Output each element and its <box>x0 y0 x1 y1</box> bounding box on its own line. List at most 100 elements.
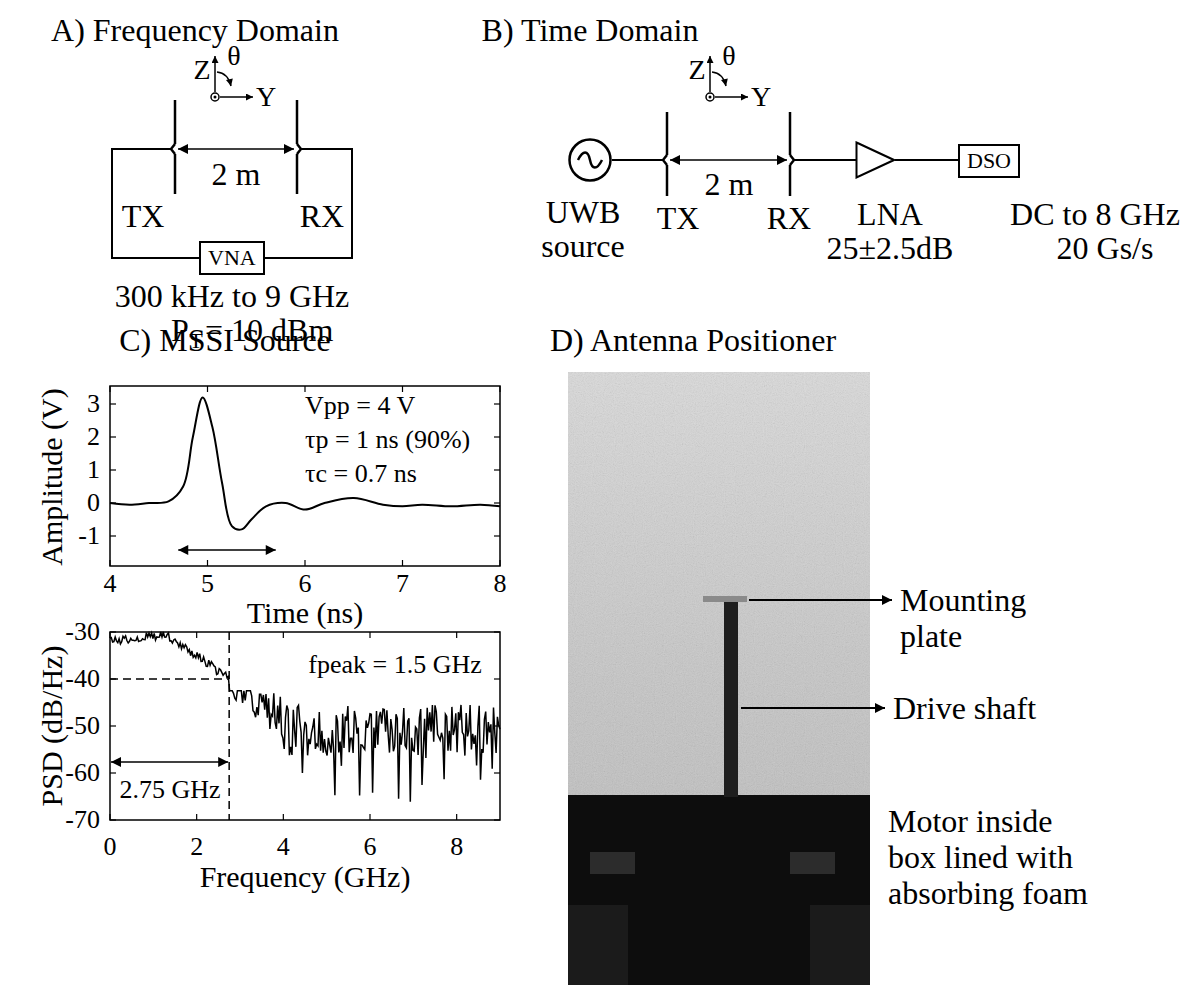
motor-box <box>568 795 870 985</box>
axis-tick <box>110 403 116 404</box>
foam-patch <box>590 852 635 874</box>
axis-tick <box>110 772 116 773</box>
axis-title: PSD (dB/Hz) <box>35 646 70 807</box>
antenna-label: TX <box>122 198 165 235</box>
axis-label: θ <box>722 40 735 72</box>
plot-frame <box>110 386 500 566</box>
dipole-antenna <box>174 100 177 144</box>
axis-tick <box>196 632 197 638</box>
axis-tick <box>494 535 500 536</box>
annotation: 2.75 GHz <box>119 775 220 805</box>
axis-tick <box>110 725 116 726</box>
panel-title: B) Time Domain <box>482 12 699 49</box>
axis-tick <box>494 772 500 773</box>
axis-tick <box>283 632 284 638</box>
tick-label: 6 <box>299 569 312 599</box>
annotation: fpeak = 1.5 GHz <box>308 650 482 680</box>
photo-background <box>568 372 870 985</box>
axis-tick <box>109 814 110 820</box>
rotation-arrow <box>217 72 231 86</box>
axis-tick <box>494 469 500 470</box>
axis-tick <box>110 469 116 470</box>
tick-label: 3 <box>87 389 100 419</box>
scope-spec: DC to 8 GHz <box>1010 196 1180 233</box>
axis-tick <box>494 436 500 437</box>
antenna-label: RX <box>300 198 344 235</box>
tick-label: 0 <box>87 488 100 518</box>
axis-tick <box>494 678 500 679</box>
part-name: Motor inside box lined with absorbing fo… <box>888 803 1100 911</box>
axis-label: Z <box>193 54 210 86</box>
panel-title: C) MSSI Source <box>119 322 331 359</box>
box-label: DSO <box>967 149 1011 173</box>
dipole-antenna <box>296 154 299 194</box>
annotation: Vpp = 4 V <box>305 391 415 421</box>
axis-tick <box>207 560 208 566</box>
foam-patch <box>810 905 870 985</box>
axis-tick <box>494 502 500 503</box>
tick-label: -70 <box>65 805 100 835</box>
axis-arrow <box>715 96 748 98</box>
dipole-antenna <box>789 165 792 196</box>
part-name: Drive shaft <box>893 690 1036 727</box>
axis-tick <box>494 631 500 632</box>
axis-tick <box>110 436 116 437</box>
plot-frame <box>110 632 500 820</box>
antenna-feed <box>297 144 301 154</box>
component-label: UWB source <box>538 195 628 263</box>
axis-tick <box>499 560 500 566</box>
bandwidth-line <box>228 632 230 820</box>
axis-tick <box>207 386 208 392</box>
antenna-setup <box>112 100 352 258</box>
dipole-antenna <box>296 100 299 144</box>
axis-tick <box>494 819 500 820</box>
frequency-range: 300 kHz to 9 GHz <box>115 278 350 315</box>
antenna-feed <box>790 155 794 165</box>
instrument-box: VNA <box>199 241 265 275</box>
component-label: LNA 25±2.5dB <box>815 197 965 265</box>
amplifier-triangle: LNA 25±2.5dB <box>855 141 895 179</box>
photo-grain <box>568 372 870 985</box>
signal-cable <box>895 159 958 161</box>
drive-shaft <box>724 601 738 797</box>
tick-label: 5 <box>201 569 214 599</box>
tick-label: 1 <box>87 455 100 485</box>
cable <box>612 159 663 161</box>
axis-tick <box>456 814 457 820</box>
dipole-antenna <box>174 154 177 194</box>
axis-origin <box>706 93 714 101</box>
panel-title: A) Frequency Domain <box>51 12 339 49</box>
amplifier-outline <box>855 141 895 179</box>
source-outline <box>568 138 612 182</box>
axis-tick <box>369 632 370 638</box>
tick-label: 0 <box>104 832 117 862</box>
threshold-line <box>110 678 229 680</box>
axis-arrow <box>214 56 216 92</box>
width-arrow <box>178 549 276 551</box>
axis-title: Frequency (GHz) <box>200 860 411 895</box>
axis-tick <box>456 632 457 638</box>
tick-label: -50 <box>65 711 100 741</box>
amplifier-outline <box>857 143 895 178</box>
axis-title: Time (ns) <box>247 596 363 631</box>
tick-label: -30 <box>65 617 100 647</box>
antenna-feed <box>171 144 175 154</box>
axis-tick <box>499 386 500 392</box>
axis-label: Y <box>751 81 771 113</box>
source-circle-outline <box>570 140 611 181</box>
source-circle: UWB source <box>568 138 612 182</box>
annotation: τc = 0.7 ns <box>305 459 417 489</box>
axis-tick <box>369 814 370 820</box>
tick-label: 6 <box>364 832 377 862</box>
tick-label: 7 <box>396 569 409 599</box>
photo <box>568 372 870 985</box>
dipole-antenna <box>666 165 669 196</box>
axis-tick <box>109 632 110 638</box>
axis-arrow <box>220 96 253 98</box>
tick-label: 2 <box>87 422 100 452</box>
rotation-arrow <box>712 72 726 86</box>
leader-arrow <box>741 707 885 709</box>
foam-patch <box>790 852 835 874</box>
axis-label: θ <box>227 40 240 72</box>
part-name: Mounting plate <box>900 582 1050 654</box>
